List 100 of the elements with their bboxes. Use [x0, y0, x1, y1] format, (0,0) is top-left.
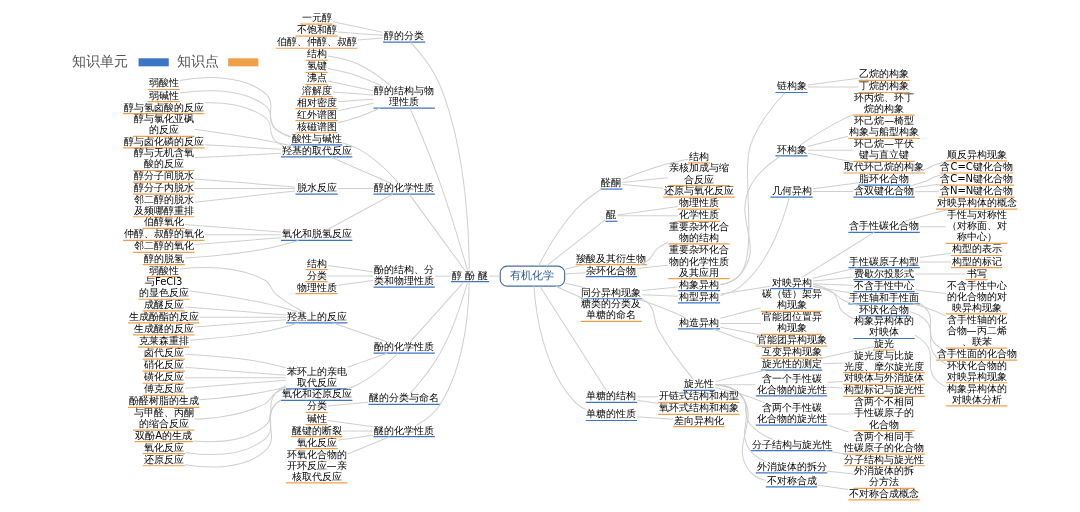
- node-text: 醌: [606, 208, 617, 220]
- connector: [636, 399, 660, 404]
- node-text: 酸性与碱性: [291, 132, 342, 144]
- connector: [337, 187, 374, 189]
- connector: [801, 231, 875, 278]
- node-text: 差向异构化: [673, 414, 724, 426]
- connector: [909, 310, 947, 364]
- node-text: 构型标记与旋光性: [844, 383, 925, 395]
- connector: [641, 286, 679, 291]
- node-text: 外消旋体的拆分方法: [854, 464, 915, 487]
- node-text: 同分异构现象: [581, 286, 642, 298]
- node-text: 醇与氯化亚砜的反应: [133, 112, 194, 135]
- connector: [720, 306, 762, 319]
- connector: [822, 361, 844, 364]
- connector: [812, 190, 854, 192]
- node-text: 含手性面的化合物: [936, 347, 1017, 359]
- connector: [914, 288, 947, 294]
- node-text: 亲核加成与缩合反应: [668, 161, 729, 185]
- node-text: 溶解度: [301, 84, 332, 96]
- connector: [337, 31, 384, 36]
- connector: [199, 316, 287, 318]
- connector: [903, 208, 951, 222]
- connector: [635, 297, 687, 318]
- connector: [714, 386, 766, 403]
- node-text: 物理性质: [296, 281, 337, 293]
- node-text: 含N=N键化合物: [939, 184, 1014, 196]
- connector: [204, 233, 282, 235]
- node-text: 磺化反应: [143, 370, 184, 382]
- node-text: 酚的化学性质: [374, 340, 435, 352]
- node-text: 醇 酚 醚: [451, 269, 489, 281]
- connector: [807, 152, 855, 162]
- legend-label: 知识点: [176, 52, 219, 69]
- node-text: 对映异构体的概念: [936, 196, 1017, 208]
- node-text: 仲醇、叔醇的氧化: [123, 227, 204, 239]
- connector: [179, 89, 292, 137]
- node-text: 结构: [306, 257, 327, 269]
- node-text: 杂环化合物: [586, 264, 637, 276]
- connector: [409, 280, 465, 342]
- node-text: 开链式结构和构型: [658, 389, 739, 401]
- connector: [636, 241, 669, 266]
- node-text: 伯醇、仲醇、叔醇: [276, 35, 357, 47]
- node-text: 结构: [306, 47, 327, 59]
- connector: [826, 470, 854, 475]
- node-text: 醇分子间脱水: [133, 169, 194, 181]
- node-text: 构型的表示: [951, 242, 1002, 254]
- connector: [912, 302, 947, 316]
- connector: [812, 285, 859, 306]
- node-text: 酚的结构、分类和物理性质: [374, 263, 435, 286]
- connector: [184, 379, 287, 389]
- node-text: 外消旋体的拆分: [756, 460, 827, 472]
- connector: [641, 297, 694, 379]
- connector: [714, 383, 767, 462]
- connector: [337, 434, 374, 441]
- node-text: 取代环己烷的构象: [844, 160, 925, 172]
- node-text: 构象异构: [678, 278, 719, 290]
- connector: [812, 283, 854, 319]
- node-text: 醇与氢卤酸的反应: [123, 101, 204, 113]
- node-text: 书写: [966, 267, 987, 279]
- node-text: 与FeCl3的显色反应: [138, 275, 189, 298]
- node-text: 手性碳原子构型: [849, 255, 920, 267]
- node-text: 醇与无机含氧酸的反应: [133, 146, 194, 169]
- node-text: 核磁谱图: [296, 120, 337, 132]
- node-text: 醚键的断裂: [291, 424, 342, 436]
- node-text: 含C=N键化合物: [940, 172, 1014, 184]
- node-text: 重要杂环化合物的结构: [668, 220, 729, 243]
- node-text: 旋光性: [683, 377, 714, 389]
- connector: [327, 419, 374, 427]
- node-text: 沸点: [306, 71, 327, 83]
- node-text: 顺反异构现象: [946, 148, 1007, 160]
- node-text: 互变异构现象: [761, 345, 822, 357]
- node-text: 弱酸性: [148, 264, 179, 276]
- node-text: 构型异构: [678, 290, 719, 302]
- node-text: 几何异构: [771, 184, 812, 196]
- connector: [909, 160, 949, 174]
- node-text: 醚的分类与命名: [369, 391, 440, 403]
- connector: [184, 399, 282, 468]
- node-text: 还原反应: [143, 453, 184, 465]
- legend-label: 知识单元: [72, 52, 129, 69]
- node-text: 环状化合物的对映异构现象: [946, 359, 1007, 382]
- connector: [184, 223, 282, 233]
- node-text: 不对称合成概念: [849, 487, 920, 499]
- connector: [622, 176, 669, 183]
- node-text: 构造异构: [678, 316, 719, 328]
- node-text: 构象异构体的对映体: [854, 314, 915, 337]
- node-text: 环丙烷、环丁烷的构象: [854, 91, 915, 114]
- connector: [327, 401, 369, 406]
- node-text: 分子结构与旋光性: [844, 453, 925, 465]
- node-text: 含C=C键化合物: [940, 160, 1013, 172]
- node-text: 分类: [306, 269, 327, 281]
- connector: [812, 181, 859, 189]
- connector: [719, 155, 782, 285]
- node-text: 醇的结构与物理性质: [374, 84, 435, 107]
- connector: [817, 345, 874, 360]
- connector: [617, 214, 679, 216]
- node-text: 弱碱性: [148, 89, 179, 101]
- connector: [342, 142, 399, 183]
- node-text: 旋光性的测定: [761, 357, 822, 369]
- node-text: 醇与卤化磷的反应: [123, 135, 204, 147]
- connector: [332, 321, 388, 342]
- node-text: 环己烷—椅型构象与船型构象: [849, 114, 920, 137]
